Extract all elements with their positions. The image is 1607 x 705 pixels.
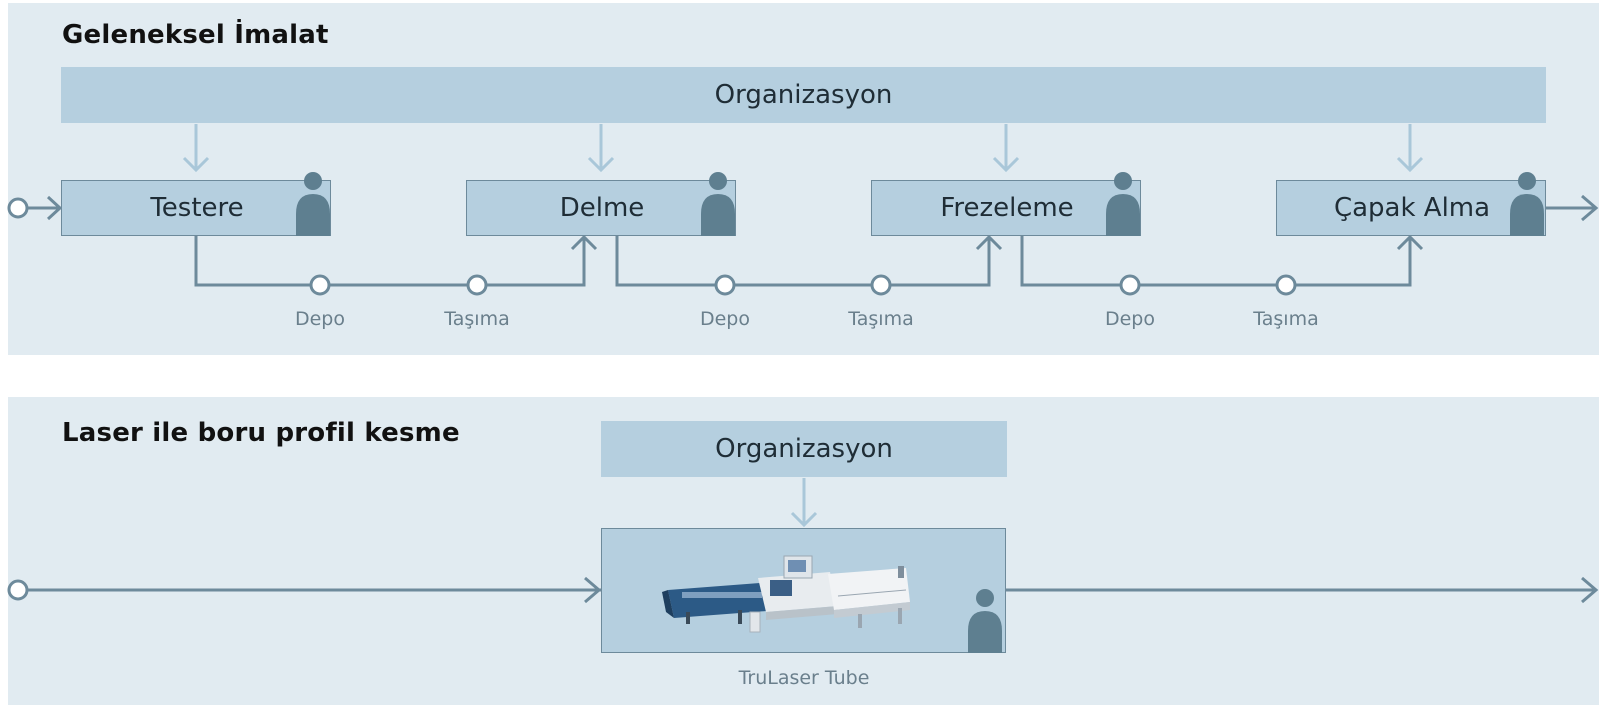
storage-label: Depo bbox=[294, 308, 345, 330]
flow-arrow-icon bbox=[1581, 576, 1599, 604]
storage-label: Depo bbox=[1104, 308, 1155, 330]
step-box-frezeleme: Frezeleme bbox=[871, 180, 1141, 236]
arrow-down-icon bbox=[992, 156, 1020, 173]
step-box-delme: Delme bbox=[466, 180, 736, 236]
transport-label: Taşıma bbox=[444, 308, 510, 330]
transport-node bbox=[1275, 274, 1297, 296]
transition-line-2 bbox=[615, 236, 991, 287]
flow-arrow-icon bbox=[975, 234, 1003, 251]
section-title-traditional: Geleneksel İmalat bbox=[62, 20, 329, 50]
storage-label: Depo bbox=[699, 308, 750, 330]
arrow-down-icon bbox=[790, 511, 818, 528]
traditional-panel bbox=[8, 3, 1599, 355]
transport-node bbox=[466, 274, 488, 296]
machine-image bbox=[662, 555, 910, 633]
transport-label: Taşıma bbox=[848, 308, 914, 330]
machine-label: TruLaser Tube bbox=[738, 667, 870, 689]
person-icon bbox=[701, 172, 735, 236]
transition-line-3 bbox=[1020, 236, 1412, 287]
storage-node bbox=[309, 274, 331, 296]
start-node bbox=[7, 579, 29, 601]
person-icon bbox=[1106, 172, 1140, 236]
person-icon bbox=[1510, 172, 1544, 236]
flow-arrow-icon bbox=[46, 195, 63, 221]
flow-arrow-icon bbox=[1581, 194, 1599, 222]
start-node bbox=[7, 197, 29, 219]
section-title-laser: Laser ile boru profil kesme bbox=[62, 418, 460, 448]
flow-arrow-icon bbox=[584, 576, 602, 604]
arrow-down-icon bbox=[182, 156, 210, 173]
step-box-testere: Testere bbox=[61, 180, 331, 236]
arrow-down-icon bbox=[587, 156, 615, 173]
step-label: Çapak Alma bbox=[1333, 193, 1491, 223]
transport-label: Taşıma bbox=[1253, 308, 1319, 330]
organization-bar: Organizasyon bbox=[61, 67, 1546, 123]
step-box-capak-alma: Çapak Alma bbox=[1276, 180, 1546, 236]
step-label: Testere bbox=[150, 193, 244, 223]
arrow-down-icon bbox=[1396, 156, 1424, 173]
organization-bar: Organizasyon bbox=[601, 421, 1007, 477]
storage-node bbox=[1119, 274, 1141, 296]
flow-arrow-icon bbox=[570, 234, 598, 251]
transition-line-1 bbox=[194, 236, 586, 287]
person-icon bbox=[296, 172, 330, 236]
person-icon bbox=[968, 589, 1002, 653]
step-label: Frezeleme bbox=[940, 193, 1074, 223]
step-label: Delme bbox=[559, 193, 645, 223]
transport-node bbox=[870, 274, 892, 296]
flow-arrow-icon bbox=[1396, 234, 1424, 251]
storage-node bbox=[714, 274, 736, 296]
